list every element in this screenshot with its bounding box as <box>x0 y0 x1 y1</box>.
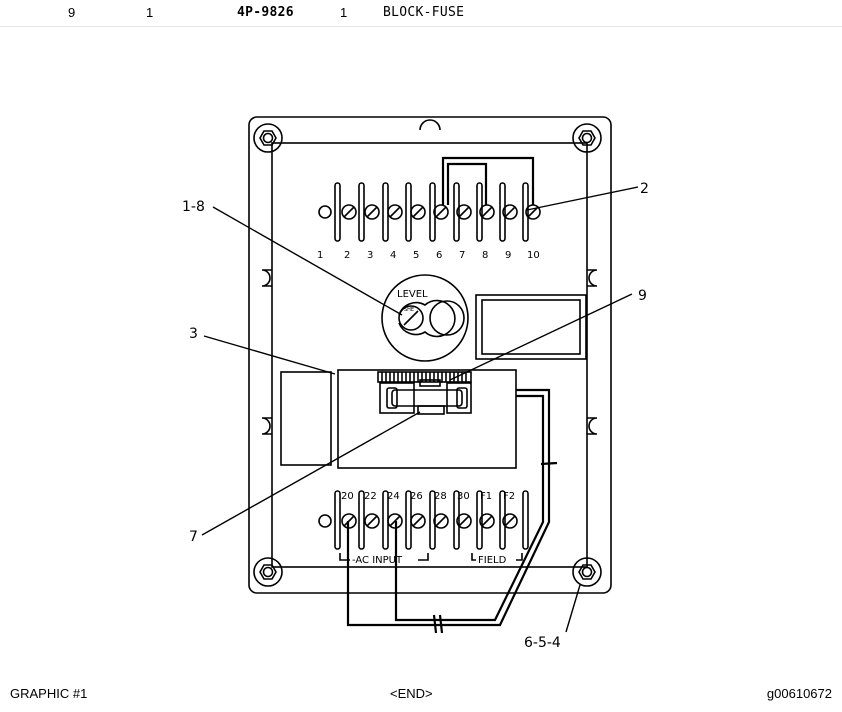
top-terminal-label: 8 <box>482 250 488 261</box>
parts-list-row: 9 1 4P-9826 1 BLOCK-FUSE <box>0 0 842 27</box>
callout-labels: 1-8 2 3 9 7 6-5-4 <box>182 181 649 651</box>
level-label: LEVEL <box>397 289 428 300</box>
top-terminal-labels: 1 2 3 4 5 6 7 8 9 10 <box>317 250 540 261</box>
field-wires <box>346 388 558 634</box>
ac-input-bracket <box>339 553 350 561</box>
top-terminal-label: 5 <box>413 250 419 261</box>
top-terminal-label: 9 <box>505 250 511 261</box>
bottom-terminal-labels: 20 22 24 26 28 30 F1 F2 <box>341 491 515 502</box>
quantity-secondary: 1 <box>340 5 348 20</box>
ac-input-label: -AC INPUT <box>352 555 403 566</box>
bottom-terminal-label: 26 <box>410 491 423 502</box>
bottom-terminal-label: 28 <box>434 491 447 502</box>
callout-7: 7 <box>189 529 198 545</box>
left-component <box>280 371 332 466</box>
callout-6-5-4: 6-5-4 <box>524 635 561 651</box>
top-terminal-label: 10 <box>527 250 540 261</box>
end-marker: <END> <box>390 686 433 701</box>
corner-nut-top-right <box>572 123 602 153</box>
level-sub-label: SHE <box>404 307 414 313</box>
corner-nut-top-left <box>253 123 283 153</box>
bottom-terminal-label: F2 <box>503 491 515 502</box>
callout-leaders <box>201 186 639 633</box>
top-terminal-label: 7 <box>459 250 465 261</box>
bottom-terminal-screws <box>341 513 518 529</box>
bottom-terminal-label: F1 <box>480 491 492 502</box>
bottom-terminal-strip <box>318 490 529 561</box>
bottom-terminal-label: 20 <box>341 491 354 502</box>
fuse-holder-block <box>337 369 517 469</box>
part-number: 4P-9826 <box>237 5 294 20</box>
mounting-plate <box>248 116 612 594</box>
bottom-terminal-label: 22 <box>364 491 377 502</box>
level-adjust-pot <box>381 274 469 362</box>
callout-9: 9 <box>638 288 647 304</box>
top-terminal-label: 4 <box>390 250 396 261</box>
reference-number: 9 <box>68 5 76 20</box>
corner-nut-bottom-right <box>572 557 602 587</box>
field-bracket-right <box>516 553 523 561</box>
top-terminal-screws <box>341 204 541 220</box>
callout-2: 2 <box>640 181 649 197</box>
top-terminal-label: 6 <box>436 250 442 261</box>
bottom-terminal-label: 24 <box>387 491 400 502</box>
callout-1-8: 1-8 <box>182 199 205 215</box>
top-terminal-separators <box>334 182 529 242</box>
top-terminal-strip <box>318 182 541 242</box>
right-tab-bottom <box>587 417 598 435</box>
field-bracket <box>471 553 476 561</box>
top-tab <box>419 119 441 131</box>
top-terminal-label: 3 <box>367 250 373 261</box>
top-jumper-wires <box>441 156 535 205</box>
left-tab-bottom <box>261 417 272 435</box>
right-tab-top <box>587 269 598 287</box>
left-tab-top <box>261 269 272 287</box>
top-terminal-label: 1 <box>317 250 323 261</box>
graphic-label: GRAPHIC #1 <box>10 686 88 701</box>
top-terminal-label: 2 <box>344 250 350 261</box>
callout-3: 3 <box>189 326 198 342</box>
field-label: FIELD <box>478 555 507 566</box>
part-description: BLOCK-FUSE <box>383 5 465 20</box>
quantity: 1 <box>146 5 154 20</box>
ac-input-bracket-right <box>418 553 429 561</box>
bottom-terminal-label: 30 <box>457 491 470 502</box>
right-component <box>475 294 587 360</box>
corner-nut-bottom-left <box>253 557 283 587</box>
graphic-id: g00610672 <box>766 686 832 701</box>
